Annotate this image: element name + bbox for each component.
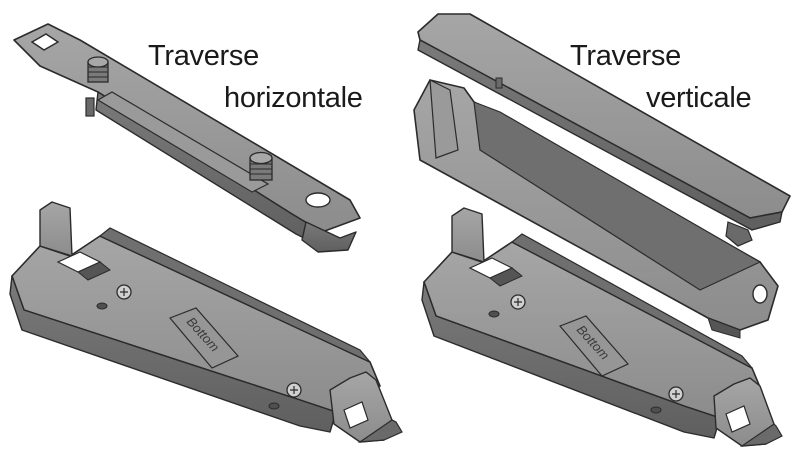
screw-post [249,151,273,181]
screw-head [286,382,302,398]
horizontal-label-line1: Traverse [148,40,259,72]
screw-head [668,386,684,402]
left-base-part [9,201,403,443]
screw-head [510,294,526,310]
vertical-label-line1: Traverse [570,40,681,72]
screw-post [87,56,109,83]
right-base-part [421,207,783,447]
vertical-crossbar-cover [417,13,791,247]
horizontal-label-line2: horizontale [224,82,363,114]
screw-head [116,284,132,300]
vertical-crossbar-body [413,78,779,339]
vertical-label-line2: verticale [646,82,752,114]
horizontal-crossbar-part [13,23,361,253]
